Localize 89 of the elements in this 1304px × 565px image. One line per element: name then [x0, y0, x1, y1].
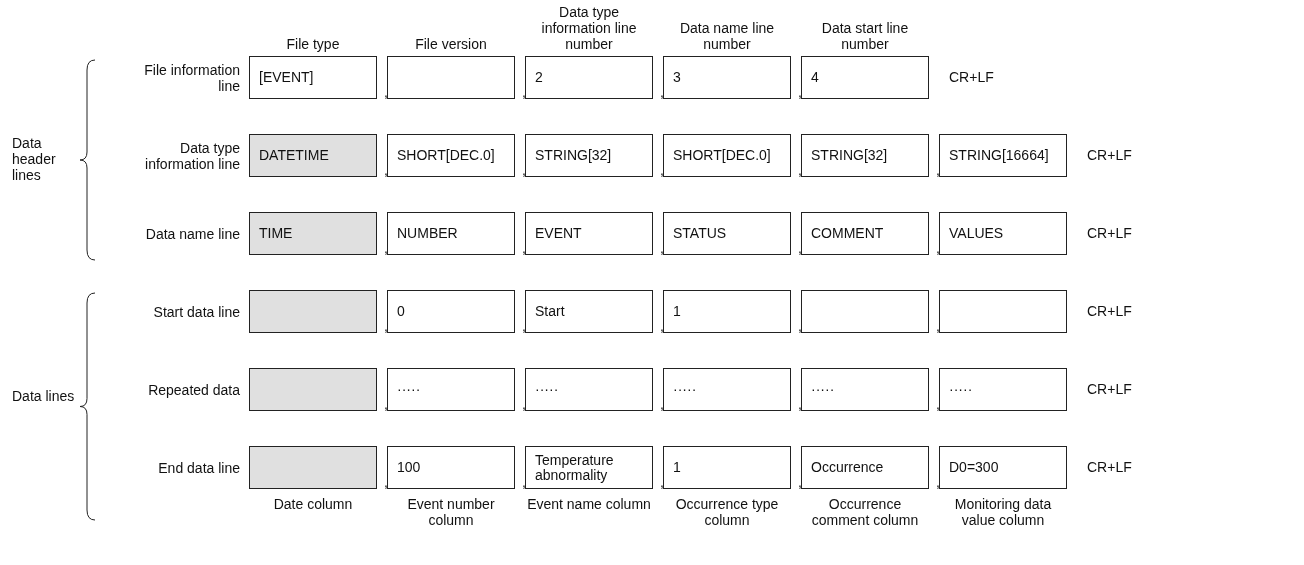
column-header: Data start line number	[820, 18, 910, 52]
comma-separator: ,	[384, 240, 388, 257]
data-cell: 2	[525, 56, 653, 99]
data-cell: Occurrence	[801, 446, 929, 489]
line-terminator: CR+LF	[1087, 225, 1132, 242]
line-terminator: CR+LF	[1087, 303, 1132, 320]
data-cell: ·····	[801, 368, 929, 411]
comma-separator: ,	[522, 162, 526, 179]
data-cell: TIME	[249, 212, 377, 255]
comma-separator: ,	[384, 318, 388, 335]
line-terminator: CR+LF	[949, 69, 994, 86]
data-cell: 0	[387, 290, 515, 333]
data-cell: STRING[16664]	[939, 134, 1067, 177]
data-cell: COMMENT	[801, 212, 929, 255]
comma-separator: ,	[384, 84, 388, 101]
comma-separator: ,	[660, 318, 664, 335]
data-cell: EVENT	[525, 212, 653, 255]
column-caption: Event name column	[526, 496, 652, 513]
comma-separator: ,	[660, 84, 664, 101]
column-caption: Date column	[272, 496, 354, 513]
column-caption: Monitoring data value column	[953, 496, 1053, 529]
empty-cell	[249, 446, 377, 489]
comma-separator: ,	[522, 396, 526, 413]
group-label: Data header lines	[12, 135, 57, 184]
data-cell: SHORT[DEC.0]	[387, 134, 515, 177]
data-cell: ·····	[525, 368, 653, 411]
column-header: File type	[285, 34, 341, 52]
data-cell: STRING[32]	[801, 134, 929, 177]
empty-cell	[249, 290, 377, 333]
group-label: Data lines	[12, 388, 76, 405]
comma-separator: ,	[798, 240, 802, 257]
comma-separator: ,	[936, 162, 940, 179]
row-label: Data type information line	[144, 138, 240, 174]
data-cell: Temperature abnormality	[525, 446, 653, 489]
data-cell: STATUS	[663, 212, 791, 255]
comma-separator: ,	[660, 162, 664, 179]
data-cell: 3	[663, 56, 791, 99]
data-cell: 1	[663, 446, 791, 489]
comma-separator: ,	[936, 318, 940, 335]
row-label: File information line	[143, 60, 240, 96]
comma-separator: ,	[522, 474, 526, 491]
comma-separator: ,	[936, 474, 940, 491]
comma-separator: ,	[660, 396, 664, 413]
data-cell: 100	[387, 446, 515, 489]
column-caption: Occurrence comment column	[810, 496, 920, 529]
row-label: Repeated data	[147, 380, 240, 400]
comma-separator: ,	[660, 474, 664, 491]
data-cell: Start	[525, 290, 653, 333]
column-header: File version	[414, 34, 488, 52]
line-terminator: CR+LF	[1087, 459, 1132, 476]
comma-separator: ,	[798, 474, 802, 491]
empty-cell	[801, 290, 929, 333]
data-cell: STRING[32]	[525, 134, 653, 177]
comma-separator: ,	[522, 84, 526, 101]
line-terminator: CR+LF	[1087, 147, 1132, 164]
empty-cell	[249, 368, 377, 411]
line-terminator: CR+LF	[1087, 381, 1132, 398]
row-label: End data line	[157, 458, 240, 478]
comma-separator: ,	[384, 474, 388, 491]
data-cell: ·····	[939, 368, 1067, 411]
comma-separator: ,	[384, 396, 388, 413]
data-cell: [EVENT]	[249, 56, 377, 99]
comma-separator: ,	[522, 240, 526, 257]
comma-separator: ,	[660, 240, 664, 257]
comma-separator: ,	[936, 240, 940, 257]
data-cell: SHORT[DEC.0]	[663, 134, 791, 177]
data-cell: NUMBER	[387, 212, 515, 255]
comma-separator: ,	[798, 84, 802, 101]
data-cell: ·····	[387, 368, 515, 411]
comma-separator: ,	[798, 318, 802, 335]
data-cell: D0=300	[939, 446, 1067, 489]
column-caption: Event number column	[406, 496, 496, 529]
comma-separator: ,	[798, 162, 802, 179]
empty-cell	[939, 290, 1067, 333]
data-cell: DATETIME	[249, 134, 377, 177]
comma-separator: ,	[936, 396, 940, 413]
column-header: Data type information line number	[540, 2, 638, 52]
empty-cell	[387, 56, 515, 99]
column-header: Data name line number	[678, 18, 776, 52]
comma-separator: ,	[522, 318, 526, 335]
column-caption: Occurrence type column	[674, 496, 780, 529]
data-cell: 4	[801, 56, 929, 99]
data-cell: ·····	[663, 368, 791, 411]
data-cell: 1	[663, 290, 791, 333]
row-label: Start data line	[152, 302, 240, 322]
row-label: Data name line	[144, 224, 240, 244]
data-cell: VALUES	[939, 212, 1067, 255]
comma-separator: ,	[384, 162, 388, 179]
comma-separator: ,	[798, 396, 802, 413]
